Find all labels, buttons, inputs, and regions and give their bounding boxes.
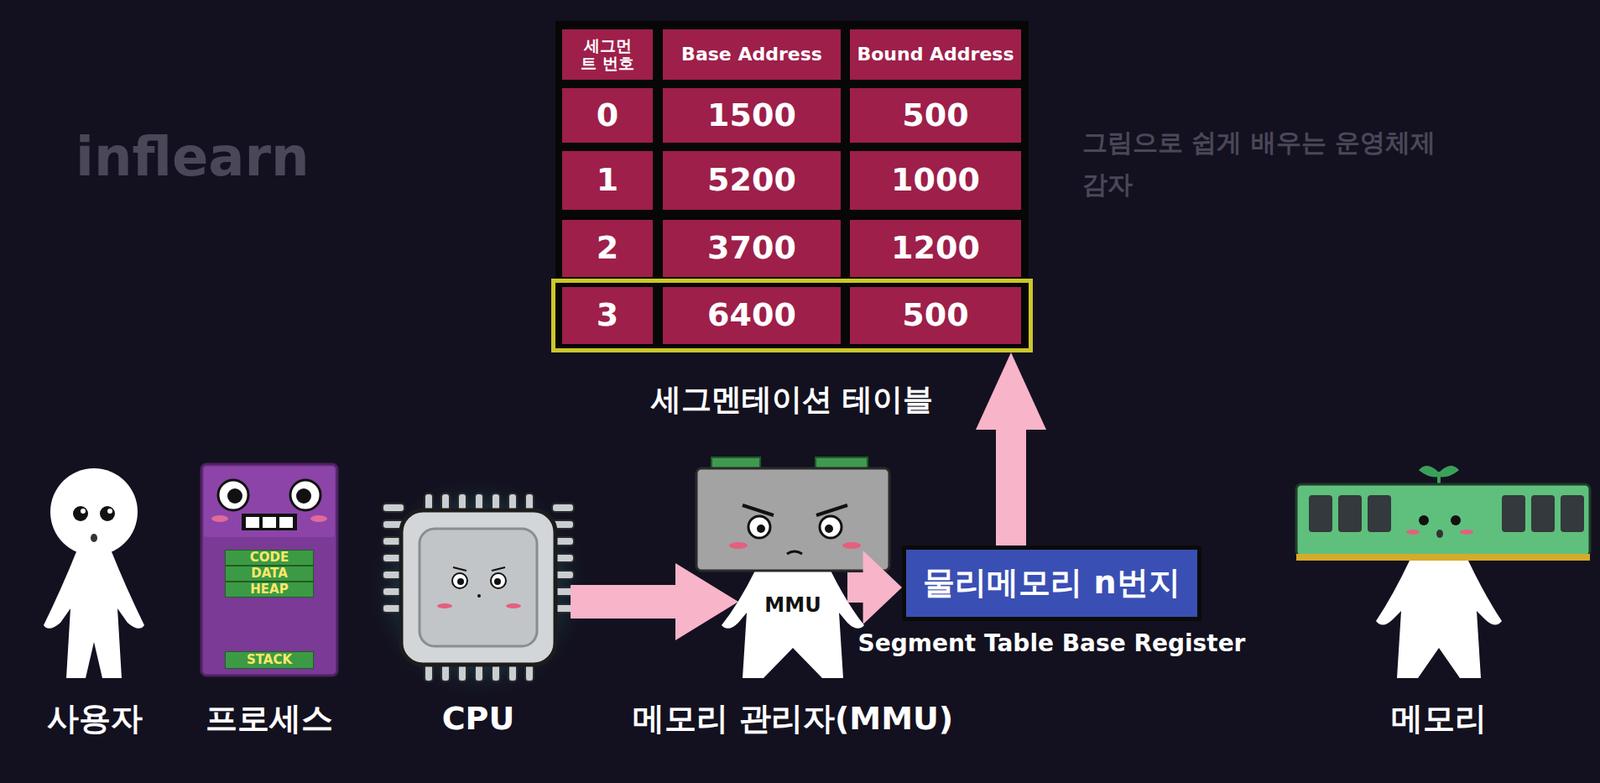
watermark-text: 그림으로 쉽게 배우는 운영체제 (1082, 125, 1436, 161)
cell-value: 1 (596, 162, 619, 199)
header-text: Base Address (681, 44, 823, 65)
cell-value: 3700 (707, 230, 797, 266)
header-text: 세그먼트 번호 (578, 36, 637, 73)
header-text: Bound Address (856, 44, 1014, 65)
table-cell: 500 (849, 88, 1022, 143)
cell-value: 1500 (707, 98, 797, 134)
table-cell: 2 (562, 219, 653, 277)
figure-label: 메모리 관리자(MMU) (632, 700, 954, 738)
segment-bar: CODE (224, 549, 314, 566)
segment-name: STACK (246, 652, 292, 668)
figure-box: 프로세스CODEDATAHEAPSTACK (201, 463, 338, 676)
user-figure (43, 468, 145, 678)
cell-value: 0 (596, 98, 619, 134)
table-cell: 0 (562, 88, 653, 143)
figure-box: CPU (385, 495, 571, 680)
table-cell: 1500 (662, 88, 841, 143)
register-box: 물리메모리 n번지Segment Table Base Register (901, 545, 1202, 621)
figure-label: 메모리 (1391, 700, 1487, 738)
register-caption: Segment Table Base Register (858, 630, 1246, 657)
figure-box: MMU메모리 관리자(MMU) (738, 457, 848, 680)
cell-value: 2 (596, 230, 619, 266)
table-cell: 3 (562, 286, 653, 344)
table-cell: 500 (849, 286, 1022, 344)
table-cell: 5200 (662, 151, 841, 210)
table-cell: 3700 (662, 219, 841, 277)
segment-bar: DATA (224, 565, 314, 582)
watermark-text: 감자 (1082, 167, 1133, 203)
segment-table: 세그멘테이션 테이블세그먼트 번호Base AddressBound Addre… (555, 20, 1029, 353)
memory-figure (1296, 467, 1590, 678)
table-cell: 1 (562, 151, 653, 210)
segment-bar: HEAP (224, 581, 314, 598)
segment-name: CODE (250, 550, 289, 565)
table-header-cell: Bound Address (849, 29, 1022, 80)
cell-value: 500 (901, 297, 969, 334)
table-header-cell: 세그먼트 번호 (562, 29, 653, 80)
table-caption: 세그멘테이션 테이블 (651, 381, 934, 417)
figure-box: 사용자 (33, 465, 156, 680)
figure-box: 메모리 (1375, 482, 1502, 680)
cell-value: 5200 (707, 162, 797, 199)
cell-value: 1200 (891, 230, 980, 266)
table-header-cell: Base Address (662, 29, 841, 80)
flow-arrow (847, 550, 902, 625)
segment-name: HEAP (250, 582, 288, 597)
figure-label: CPU (442, 700, 516, 738)
body-text: MMU (764, 594, 821, 618)
cell-value: 3 (596, 297, 619, 334)
figure-label: 사용자 (46, 700, 143, 738)
flow-arrow (570, 562, 739, 641)
figure-label: 프로세스 (205, 700, 334, 738)
table-cell: 1200 (849, 219, 1022, 277)
cpu-chip (364, 474, 592, 701)
table-cell: 1000 (849, 151, 1022, 210)
table-cell: 6400 (662, 286, 841, 344)
cell-value: 500 (901, 98, 969, 134)
segment-bar: STACK (224, 651, 314, 669)
watermark-logo: inflearn (75, 125, 310, 188)
segment-name: DATA (250, 566, 288, 581)
flow-arrow (975, 352, 1047, 546)
register-text: 물리메모리 n번지 (922, 564, 1180, 602)
process-figure (201, 463, 338, 676)
cell-value: 1000 (891, 162, 980, 199)
cell-value: 6400 (707, 297, 797, 334)
